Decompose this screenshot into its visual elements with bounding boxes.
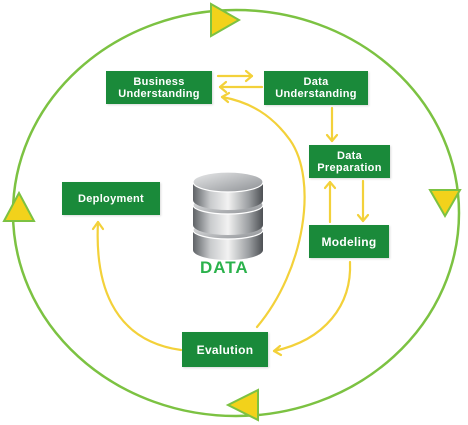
cycle-arrowhead-bottom — [225, 388, 259, 422]
database-icon — [192, 171, 264, 260]
arrow-data-understanding-to-preparation — [325, 106, 339, 143]
step-deployment: Deployment — [62, 182, 160, 215]
step-data-understanding: Data Understanding — [264, 71, 368, 105]
step-data-preparation: Data Preparation — [309, 145, 390, 178]
arrow-modeling-to-preparation — [323, 180, 337, 224]
arrow-modeling-to-evaluation — [272, 260, 352, 357]
arrow-preparation-to-modeling — [356, 179, 370, 223]
cycle-arrowhead-right — [428, 189, 462, 219]
step-evaluation: Evalution — [182, 332, 268, 367]
center-data-label: DATA — [200, 258, 249, 277]
step-modeling: Modeling — [309, 225, 389, 258]
step-business-understanding: Business Understanding — [106, 71, 212, 104]
cycle-arrowhead-top — [210, 2, 242, 38]
arrow-evaluation-to-business — [220, 91, 306, 329]
arrow-evaluation-to-deployment — [91, 220, 183, 352]
cycle-arrowhead-left — [2, 190, 36, 222]
arrow-business-to-data-understanding — [216, 69, 254, 83]
arrow-data-understanding-to-business — [218, 80, 264, 94]
